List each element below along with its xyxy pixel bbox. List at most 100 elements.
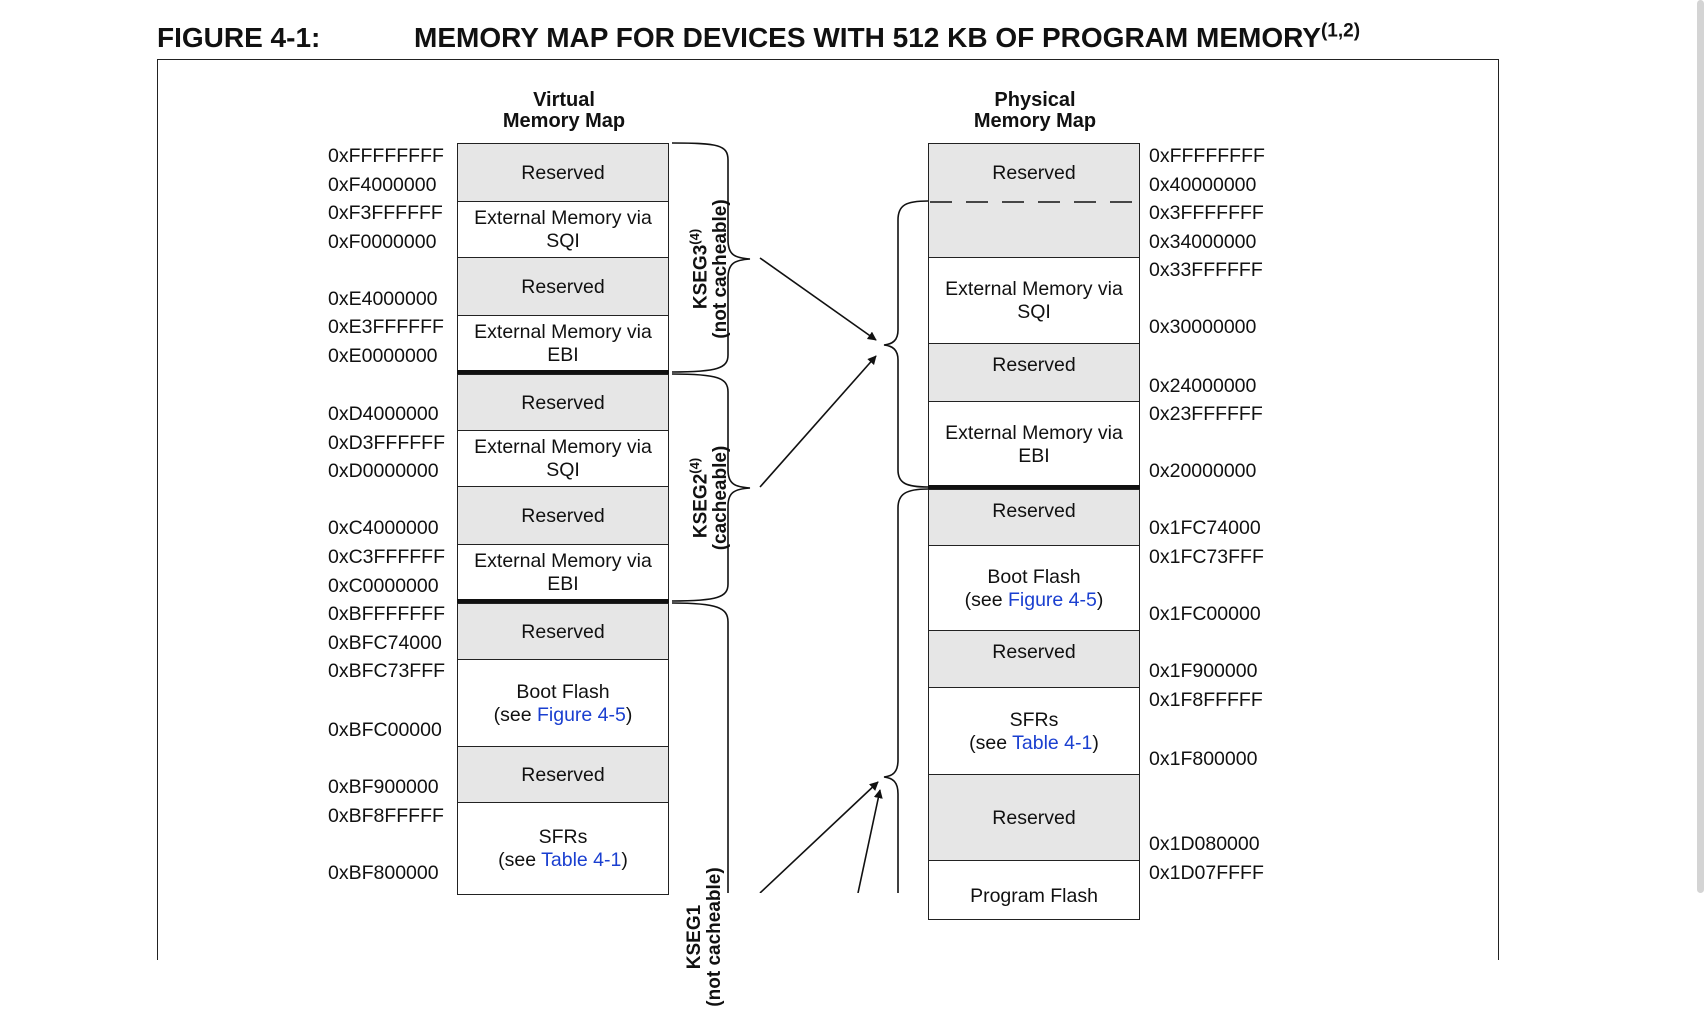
physical-map-heading-line2: Memory Map [973, 110, 1097, 132]
physical-address: 0x20000000 [1149, 460, 1257, 482]
block-label: Reserved [992, 162, 1076, 184]
ref-suffix: ) [1096, 588, 1104, 611]
virtual-map-heading: Virtual Memory Map [454, 90, 674, 132]
kseg2-footnote: (4) [687, 457, 702, 474]
physical-address: 0x1D07FFFF [1149, 862, 1264, 884]
block-label: Reserved [992, 500, 1076, 522]
table-4-1-link[interactable]: Table 4-1 [541, 848, 622, 871]
virtual-address: 0xD4000000 [328, 403, 439, 425]
ref-suffix: ) [621, 848, 628, 871]
virtual-block-reserved: Reserved [457, 143, 669, 203]
figure-title: MEMORY MAP FOR DEVICES WITH 512 KB OF PR… [414, 22, 1360, 54]
segment-divider [928, 485, 1140, 491]
ref-prefix: (see [498, 848, 542, 871]
physical-address: 0x23FFFFFF [1149, 403, 1263, 425]
table-4-1-link[interactable]: Table 4-1 [1012, 731, 1093, 754]
block-label: Boot Flash [987, 565, 1081, 588]
kseg3-name: KSEG3(4) [685, 174, 711, 364]
physical-address: 0x34000000 [1149, 231, 1257, 253]
physical-block-sfrs: SFRs (see Table 4-1) [928, 687, 1140, 776]
physical-block-reserved: Reserved [928, 630, 1140, 689]
segment-divider [457, 599, 669, 605]
physical-address: 0x1F800000 [1149, 748, 1258, 770]
figure-title-text: MEMORY MAP FOR DEVICES WITH 512 KB OF PR… [414, 22, 1321, 53]
block-label: External Memory via [474, 207, 652, 229]
physical-address: 0x1F8FFFFF [1149, 689, 1263, 711]
figure-4-5-link[interactable]: Figure 4-5 [536, 703, 626, 726]
virtual-address: 0xF0000000 [328, 231, 437, 253]
physical-address: 0x1FC73FFF [1149, 546, 1264, 568]
virtual-map-heading-line2: Memory Map [502, 110, 626, 132]
block-label: SQI [1017, 301, 1051, 323]
kseg3-footnote: (4) [687, 228, 702, 245]
kseg1-note: (not cacheable) [704, 867, 725, 1007]
virtual-address: 0xD3FFFFFF [328, 432, 445, 454]
block-label: EBI [547, 573, 579, 595]
vertical-scrollbar[interactable] [1694, 0, 1706, 893]
kseg2-label: KSEG2(4) (cacheable) [685, 403, 732, 593]
block-label: External Memory via [474, 436, 652, 458]
physical-address: 0x30000000 [1149, 316, 1257, 338]
virtual-block-reserved: Reserved [457, 486, 669, 546]
kseg2-name-text: KSEG2 [690, 473, 712, 539]
segment-divider [457, 370, 669, 376]
ref-prefix: (see [493, 703, 537, 726]
scrollbar-thumb[interactable] [1697, 0, 1704, 893]
virtual-block-reserved: Reserved [457, 603, 669, 661]
virtual-address: 0xBF900000 [328, 776, 439, 798]
physical-address: 0x3FFFFFFF [1149, 202, 1264, 224]
figure-4-5-link[interactable]: Figure 4-5 [1007, 588, 1097, 611]
virtual-address: 0xBF8FFFFF [328, 805, 444, 827]
block-label: SQI [546, 230, 580, 252]
virtual-address: 0xBFC73FFF [328, 660, 446, 682]
virtual-address: 0xC0000000 [328, 575, 439, 597]
physical-address: 0x1F900000 [1149, 660, 1258, 682]
ref-suffix: ) [625, 703, 633, 726]
block-label: Reserved [992, 354, 1076, 376]
kseg2-note: (cacheable) [710, 445, 732, 551]
block-label: Program Flash [970, 885, 1098, 907]
physical-block-boot-flash: Boot Flash (see Figure 4-5) [928, 545, 1140, 632]
kseg3-note: (not cacheable) [710, 199, 732, 339]
virtual-map-heading-line1: Virtual [533, 89, 595, 111]
physical-address: 0x33FFFFFF [1149, 259, 1263, 281]
physical-map-heading-line1: Physical [994, 89, 1076, 111]
physical-address: 0x24000000 [1149, 375, 1257, 397]
physical-block-reserved: Reserved [928, 774, 1140, 862]
physical-block-reserved: Reserved [928, 489, 1140, 547]
block-label: SFRs [538, 825, 588, 848]
physical-map-heading: Physical Memory Map [925, 90, 1145, 132]
virtual-address: 0xE3FFFFFF [328, 316, 444, 338]
kseg3-name-text: KSEG3 [690, 244, 712, 310]
virtual-address: 0xC4000000 [328, 517, 439, 539]
physical-address: 0xFFFFFFFF [1149, 145, 1265, 167]
kseg2-name: KSEG2(4) [685, 403, 711, 593]
block-label: Reserved [521, 275, 605, 298]
ref-suffix: ) [1092, 731, 1099, 754]
block-label: External Memory via [945, 278, 1123, 300]
block-label: External Memory via [945, 421, 1123, 444]
physical-address: 0x1FC74000 [1149, 517, 1261, 539]
block-ref: (see Figure 4-5) [965, 589, 1104, 612]
block-label: Reserved [992, 806, 1076, 829]
virtual-address: 0xE0000000 [328, 345, 438, 367]
block-ref: (see Figure 4-5) [494, 704, 633, 727]
block-label: Reserved [521, 504, 605, 527]
block-label: External Memory via [474, 321, 652, 343]
block-label: Reserved [992, 641, 1076, 663]
block-label: Reserved [521, 391, 605, 414]
ref-prefix: (see [969, 731, 1013, 754]
block-label: Reserved [521, 763, 605, 786]
virtual-block-reserved: Reserved [457, 746, 669, 804]
virtual-address: 0xBFC74000 [328, 632, 442, 654]
virtual-address: 0xBF800000 [328, 862, 439, 884]
virtual-address: 0xFFFFFFFF [328, 145, 444, 167]
block-label: External Memory via [474, 550, 652, 572]
kseg1-name: KSEG1 [684, 904, 705, 970]
block-label: SFRs [1009, 708, 1059, 731]
block-label: EBI [547, 344, 579, 366]
